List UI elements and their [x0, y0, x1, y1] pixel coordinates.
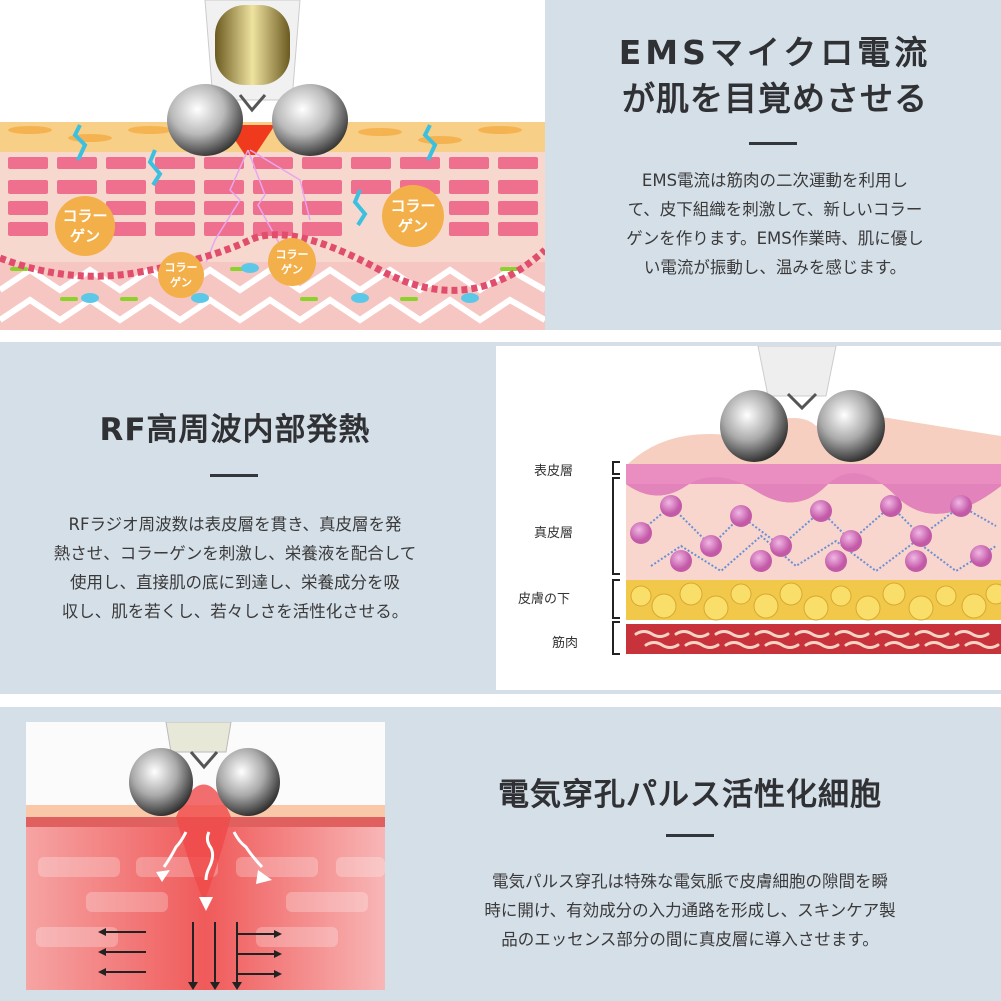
pulse-graphic [26, 722, 385, 990]
title-divider [666, 834, 714, 837]
title-line: EMSマイクロ電流 [618, 33, 932, 72]
layer-label-dermis: 真皮層 [534, 526, 574, 541]
title-divider [749, 142, 797, 145]
electroporation-illustration [26, 722, 385, 990]
section-title: RF高周波内部発熱 [99, 412, 371, 448]
skin-layers-graphic [612, 346, 1001, 655]
section-ems: コラー ゲン コラー ゲン コラー ゲン コラー ゲン EMSマイクロ電流 が肌… [0, 0, 1001, 330]
ems-illustration: コラー ゲン コラー ゲン コラー ゲン コラー ゲン [0, 0, 545, 330]
collagen-badge: コラー ゲン [382, 185, 444, 247]
section-description: 電気パルス穿孔は特殊な電気脈で皮膚細胞の隙間を瞬 時に開け、有効成分の入力通路を… [484, 872, 896, 949]
layer-label-subcutaneous: 皮膚の下 [518, 592, 571, 607]
layer-label-epidermis: 表皮層 [534, 464, 574, 479]
section-electroporation: 電気穿孔パルス活性化細胞 電気パルス穿孔は特殊な電気脈で皮膚細胞の隙間を瞬 時に… [0, 707, 1001, 1001]
title-line: が肌を目覚めさせる [622, 79, 928, 118]
title-divider [210, 474, 258, 477]
section-title: EMSマイクロ電流 が肌を目覚めさせる [565, 30, 985, 122]
rf-illustration: 表皮層 真皮層 皮膚の下 筋肉 [496, 346, 1001, 690]
section-description: EMS電流は筋肉の二次運動を利用し て、皮下組織を刺激して、新しいコラー ゲンを… [626, 171, 924, 277]
collagen-badge: コラー ゲン [158, 252, 204, 298]
collagen-badge: コラー ゲン [268, 238, 316, 286]
collagen-badge: コラー ゲン [55, 196, 115, 256]
section-description: RFラジオ周波数は表皮層を貫き、真皮層を発 熱させ、コラーゲンを刺激し、栄養液を… [53, 515, 417, 621]
skin-cross-section-graphic [0, 0, 545, 330]
section-rf: RF高周波内部発熱 RFラジオ周波数は表皮層を貫き、真皮層を発 熱させ、コラーゲ… [0, 342, 1001, 694]
layer-label-muscle: 筋肉 [552, 636, 579, 651]
section-title: 電気穿孔パルス活性化細胞 [498, 777, 882, 813]
